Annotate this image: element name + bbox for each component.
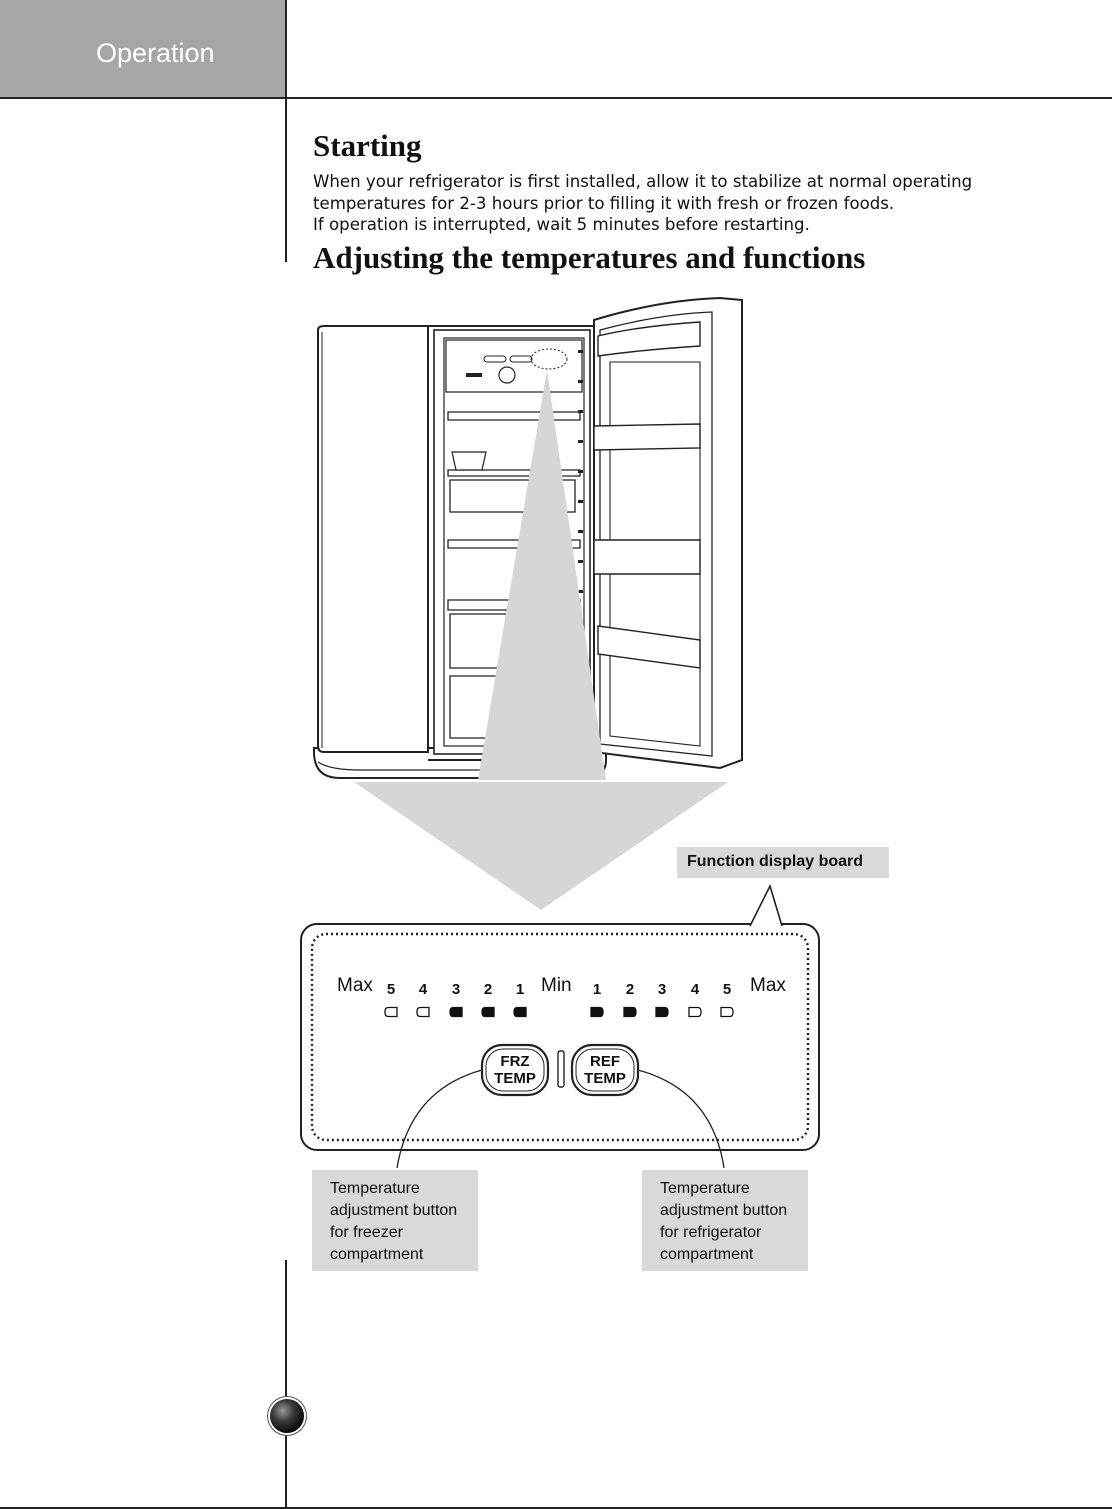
freezer-indicator-leds xyxy=(384,1006,527,1018)
freezer-level-number: 4 xyxy=(418,981,428,998)
freezer-level-number: 5 xyxy=(386,981,396,998)
freezer-level-number: 3 xyxy=(451,981,461,998)
indicator-led-on xyxy=(481,1006,495,1018)
zoom-beam xyxy=(478,370,606,780)
indicator-led-off xyxy=(720,1006,734,1018)
header-rule xyxy=(0,97,1112,99)
margin-rule-top xyxy=(285,0,287,262)
freezer-button-callout: Temperature adjustment button for freeze… xyxy=(312,1170,478,1271)
starting-line: When your refrigerator is first installe… xyxy=(313,172,973,191)
refrigerator-door xyxy=(593,296,743,770)
freezer-level-number: 2 xyxy=(483,981,493,998)
freezer-max-label: Max xyxy=(337,975,373,996)
frz-temp-label: FRZ TEMP xyxy=(482,1053,548,1087)
margin-rule-bottom xyxy=(285,1260,287,1509)
starting-body: When your refrigerator is first installe… xyxy=(313,171,1073,236)
fridge-leader-line xyxy=(637,1069,725,1169)
section-title: Operation xyxy=(96,38,215,68)
fridge-level-number: 5 xyxy=(722,981,732,998)
indicator-led-off xyxy=(688,1006,702,1018)
ref-temp-label: REF TEMP xyxy=(572,1053,638,1087)
callout-line: compartment xyxy=(660,1246,754,1263)
footer-rule xyxy=(0,1507,1112,1509)
adjusting-heading: Adjusting the temperatures and functions xyxy=(313,240,866,275)
callout-line: for refrigerator xyxy=(660,1224,762,1241)
callout-line: Temperature xyxy=(330,1180,420,1197)
starting-line: If operation is interrupted, wait 5 minu… xyxy=(313,215,810,234)
freezer-leader-line xyxy=(396,1069,483,1169)
ref-line-1: REF xyxy=(590,1053,620,1070)
frz-line-1: FRZ xyxy=(500,1053,530,1070)
fridge-indicator-leds xyxy=(590,1006,734,1018)
starting-heading: Starting xyxy=(313,128,422,163)
callout-line: Temperature xyxy=(660,1180,750,1197)
indicator-led-off xyxy=(416,1006,430,1018)
page-bullet-icon xyxy=(270,1399,304,1433)
indicator-led-on xyxy=(623,1006,637,1018)
fridge-level-number: 4 xyxy=(690,981,700,998)
indicator-led-on xyxy=(655,1006,669,1018)
button-divider xyxy=(557,1050,565,1088)
fridge-level-number: 3 xyxy=(657,981,667,998)
callout-line: compartment xyxy=(330,1246,424,1263)
frz-line-2: TEMP xyxy=(494,1070,536,1087)
section-tab: Operation xyxy=(0,0,286,97)
freezer-door xyxy=(317,325,429,753)
starting-line: temperatures for 2-3 hours prior to fill… xyxy=(313,193,895,213)
callout-line: for freezer xyxy=(330,1224,403,1241)
callout-line: adjustment button xyxy=(660,1202,788,1219)
function-display-board-label: Function display board xyxy=(677,847,889,878)
indicator-led-on xyxy=(590,1006,604,1018)
fridge-max-label: Max xyxy=(750,975,786,996)
indicator-led-on xyxy=(449,1006,463,1018)
freezer-level-number: 1 xyxy=(515,981,525,998)
fridge-level-number: 1 xyxy=(592,981,602,998)
refrigerator-button-callout: Temperature adjustment button for refrig… xyxy=(642,1170,808,1271)
min-label: Min xyxy=(541,975,572,996)
fridge-level-number: 2 xyxy=(625,981,635,998)
display-panel xyxy=(300,923,820,1151)
indicator-led-off xyxy=(384,1006,398,1018)
callout-line: adjustment button xyxy=(330,1202,458,1219)
zoom-arrow xyxy=(354,782,728,910)
indicator-led-on xyxy=(513,1006,527,1018)
ref-line-2: TEMP xyxy=(584,1070,626,1087)
